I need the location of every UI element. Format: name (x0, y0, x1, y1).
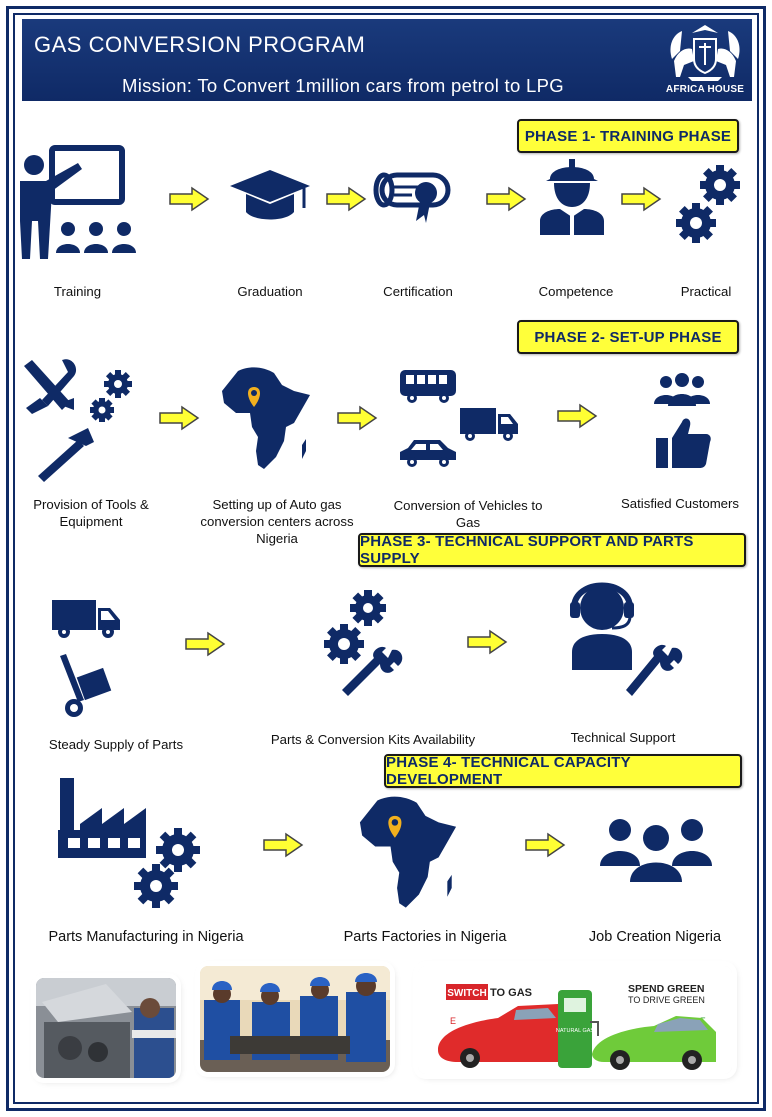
step-job-creation: Job Creation Nigeria (588, 929, 722, 945)
step-setting-up-centers: Setting up of Auto gas conversion center… (200, 497, 354, 546)
tools-icon (24, 359, 132, 482)
training-icon (20, 145, 136, 259)
step-graduation: Graduation (237, 284, 303, 299)
step-practical: Practical (680, 284, 732, 299)
vehicles-icon (400, 370, 518, 467)
flow-arrow-icon (169, 186, 210, 212)
step-parts-manufacturing: Parts Manufacturing in Nigeria (48, 929, 244, 945)
customers-thumbs-up-icon (654, 373, 711, 468)
africa-map-icon (222, 367, 310, 469)
flow-arrow-icon (263, 832, 304, 858)
gears-icon (676, 165, 740, 243)
certificate-icon (373, 172, 451, 223)
ad-spend-green-text: SPEND GREEN (628, 983, 704, 995)
step-provision-of-tools: Provision of Tools & Equipment (33, 497, 149, 529)
step-training: Training (53, 284, 102, 299)
flow-arrow-icon (337, 405, 378, 431)
phase-1-title: PHASE 1- TRAINING PHASE (524, 127, 732, 145)
workers-photo (200, 966, 390, 1072)
phase-1-badge: PHASE 1- TRAINING PHASE (517, 119, 739, 153)
phase-2-badge: PHASE 2- SET-UP PHASE (517, 320, 739, 354)
flow-arrow-icon (557, 403, 598, 429)
step-parts-factories: Parts Factories in Nigeria (343, 929, 507, 945)
step-certification: Certification (383, 284, 453, 299)
phase-3-badge: PHASE 3- TECHNICAL SUPPORT AND PARTS SUP… (358, 533, 746, 567)
worker-icon (540, 159, 604, 235)
page-title: GAS CONVERSION PROGRAM (34, 32, 366, 57)
flow-arrow-icon (467, 629, 508, 655)
ad-switch-text: SWITCH (447, 988, 486, 999)
flow-arrow-icon (621, 186, 662, 212)
technical-support-icon (570, 582, 683, 696)
phase-4-badge: PHASE 4- TECHNICAL CAPACITY DEVELOPMENT (384, 754, 742, 788)
step-technical-support: Technical Support (570, 730, 676, 745)
step-satisfied-customers: Satisfied Customers (621, 496, 739, 511)
step-conversion-of-vehicles: Conversion of Vehicles to Gas (393, 498, 543, 530)
flow-arrow-icon (486, 186, 527, 212)
ad-drive-green-text: TO DRIVE GREEN (628, 995, 705, 1005)
flow-arrow-icon (159, 405, 200, 431)
phase-4-title: PHASE 4- TECHNICAL CAPACITY DEVELOPMENT (386, 754, 631, 788)
header-banner: GAS CONVERSION PROGRAM Mission: To Conve… (22, 19, 752, 101)
africa-map-icon (359, 796, 457, 908)
team-icon (600, 819, 712, 882)
africa-house-logo: AFRICA HOUSE (662, 21, 748, 99)
flow-arrow-icon (326, 186, 367, 212)
mission-statement: Mission: To Convert 1million cars from p… (122, 75, 564, 96)
logo-text: AFRICA HOUSE (665, 84, 745, 95)
supply-truck-trolley-icon (52, 600, 120, 717)
crest-icon (670, 25, 740, 81)
ad-e-text: E (450, 1016, 456, 1026)
outer-border (6, 6, 766, 1111)
gears-wrench-icon (324, 590, 403, 696)
step-steady-supply-of-parts: Steady Supply of Parts (48, 737, 184, 752)
graduation-cap-icon (230, 170, 310, 220)
phase-3-title: PHASE 3- TECHNICAL SUPPORT AND PARTS SUP… (360, 533, 694, 567)
phase-2-title: PHASE 2- SET-UP PHASE (534, 328, 722, 346)
factory-gears-icon (58, 778, 200, 908)
flow-arrow-icon (185, 631, 226, 657)
inner-border (13, 13, 759, 1104)
switch-to-gas-ad: SWITCH TO GAS SPEND GREEN TO DRIVE GREEN… (418, 966, 732, 1074)
step-competence: Competence (538, 284, 614, 299)
mechanic-photo (36, 978, 176, 1078)
ad-to-gas-text: TO GAS (490, 987, 532, 999)
step-parts-kits-availability: Parts & Conversion Kits Availability (270, 732, 476, 747)
flow-arrow-icon (525, 832, 566, 858)
ad-pump-label: NATURAL GAS (556, 1028, 595, 1034)
